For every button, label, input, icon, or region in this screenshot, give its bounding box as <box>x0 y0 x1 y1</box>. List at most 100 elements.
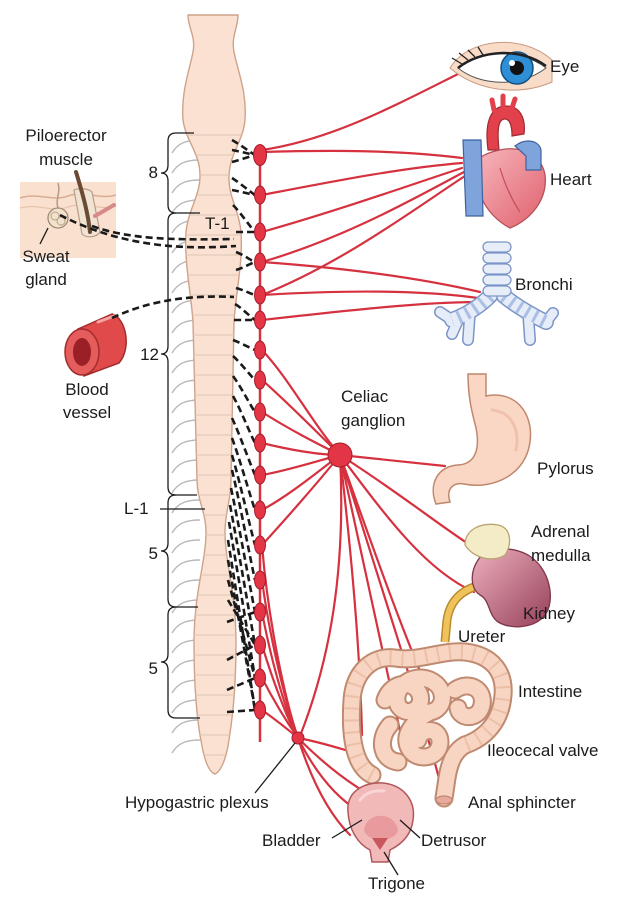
bladder-highlight <box>358 789 386 802</box>
nerve-to-heart <box>260 174 467 297</box>
bronchus-branch-fill <box>546 313 553 322</box>
preganglionic-fiber <box>226 599 257 646</box>
coronary-groove <box>499 167 521 213</box>
detrusor-leader <box>399 819 421 839</box>
aortic-arch <box>486 105 525 151</box>
chain-ganglia <box>253 144 267 720</box>
preganglionic-fiber <box>229 487 257 613</box>
spinal-nerve-root <box>171 499 201 514</box>
label-eye: Eye <box>550 57 579 76</box>
trachea <box>482 241 512 297</box>
skin-illustration <box>19 170 117 258</box>
blood-vessel-illustration <box>64 313 127 378</box>
label-cervical-count: 8 <box>149 163 158 182</box>
nerve-to-celiac <box>260 453 342 547</box>
nerve-to-bronchi <box>260 300 480 322</box>
chain-ganglion <box>254 602 266 622</box>
leader-lines <box>39 227 421 876</box>
chain-ganglion <box>254 433 266 453</box>
preganglionic-fiber <box>231 148 256 157</box>
intestine-fill <box>351 652 503 798</box>
label-sweat-gland-line1: Sweat <box>22 247 70 266</box>
thoracic-brace <box>160 212 177 496</box>
trigone <box>372 838 388 850</box>
spinal-nerve-root <box>171 719 201 734</box>
label-bronchi: Bronchi <box>515 275 573 294</box>
lumbar-brace <box>160 494 177 608</box>
label-thoracic-count: 12 <box>140 345 159 364</box>
preganglionic-fiber <box>235 260 256 272</box>
label-ileocecal-valve: Ileocecal valve <box>487 741 599 760</box>
preganglionic-fibers <box>59 138 257 714</box>
label-piloerector-line2: muscle <box>39 150 93 169</box>
sweat-gland-coil <box>50 211 60 221</box>
trachea-ring <box>482 241 512 253</box>
nerve-to-heart <box>260 170 466 264</box>
preganglionic-fiber <box>231 375 257 413</box>
vessel-lumen <box>73 338 91 366</box>
spinal-nerve-root <box>171 579 201 594</box>
blood-vessel-fiber <box>111 295 235 320</box>
preganglionic-fiber <box>226 676 256 692</box>
preganglionic-fiber <box>226 610 256 624</box>
chain-ganglion <box>254 285 266 305</box>
preganglionic-fiber <box>228 504 257 646</box>
spinal-nerve-root <box>171 459 201 474</box>
chain-ganglion <box>254 185 266 205</box>
preganglionic-fiber <box>230 454 257 546</box>
sacral-brace <box>160 606 177 719</box>
hypogastric-plexus <box>291 731 305 745</box>
preganglionic-fiber <box>232 338 256 352</box>
preganglionic-fiber <box>226 559 257 711</box>
label-sacral-count: 5 <box>149 659 158 678</box>
intestine-illustration <box>351 652 503 804</box>
preganglionic-fiber <box>231 188 256 197</box>
spinal-nerve-root <box>171 739 201 754</box>
trigone-leader <box>383 851 399 876</box>
stomach-illustration <box>432 373 532 505</box>
nerve-to-eye <box>260 72 460 152</box>
bronchi-illustration <box>440 241 553 340</box>
bladder-leader <box>331 819 363 839</box>
anal-sphincter <box>435 795 453 805</box>
preganglionic-fiber <box>231 153 256 164</box>
spinal-nerve-root <box>171 179 201 194</box>
spinal-nerve-root <box>171 159 201 174</box>
preganglionic-fiber <box>226 579 257 679</box>
segment-braces <box>160 132 205 719</box>
vessel-highlight <box>96 314 116 324</box>
chain-ganglion <box>254 700 266 720</box>
nerve-to-adrenal <box>338 453 472 547</box>
label-l1: L-1 <box>124 499 149 518</box>
chain-ganglion <box>254 500 266 520</box>
cervical-brace <box>160 132 177 214</box>
nerve-to-celiac <box>260 348 342 457</box>
sweat-gland-fiber <box>59 213 237 249</box>
detrusor-muscle <box>364 815 398 840</box>
aortic-branches <box>489 93 518 113</box>
trachea-ring <box>482 285 512 297</box>
eye-illustration <box>449 41 553 91</box>
chain-ganglion <box>254 465 266 485</box>
preganglionic-fiber <box>231 176 256 197</box>
small-intestine-fill <box>455 686 482 717</box>
label-hypogastric-plexus: Hypogastric plexus <box>125 793 269 812</box>
nerve-to-bladder <box>296 736 352 837</box>
preganglionic-fiber <box>235 250 256 264</box>
label-celiac-line1: Celiac <box>341 387 389 406</box>
label-piloerector-line1: Piloerector <box>25 126 107 145</box>
bronchus-branch-fill <box>528 312 530 340</box>
trachea-ring <box>482 263 512 275</box>
sweat-duct <box>56 182 60 209</box>
chain-ganglion <box>254 668 266 688</box>
chain-ganglion <box>253 144 267 166</box>
nerve-to-celiac <box>260 378 342 457</box>
spinal-nerve-root <box>171 559 201 574</box>
hypogastric-plexus-leader <box>254 742 296 794</box>
preganglionic-fiber <box>232 204 256 233</box>
eye-highlight <box>509 60 515 66</box>
chain-ganglion <box>254 535 266 555</box>
nerve-to-heart <box>260 161 464 197</box>
chain-ganglion <box>254 222 266 242</box>
